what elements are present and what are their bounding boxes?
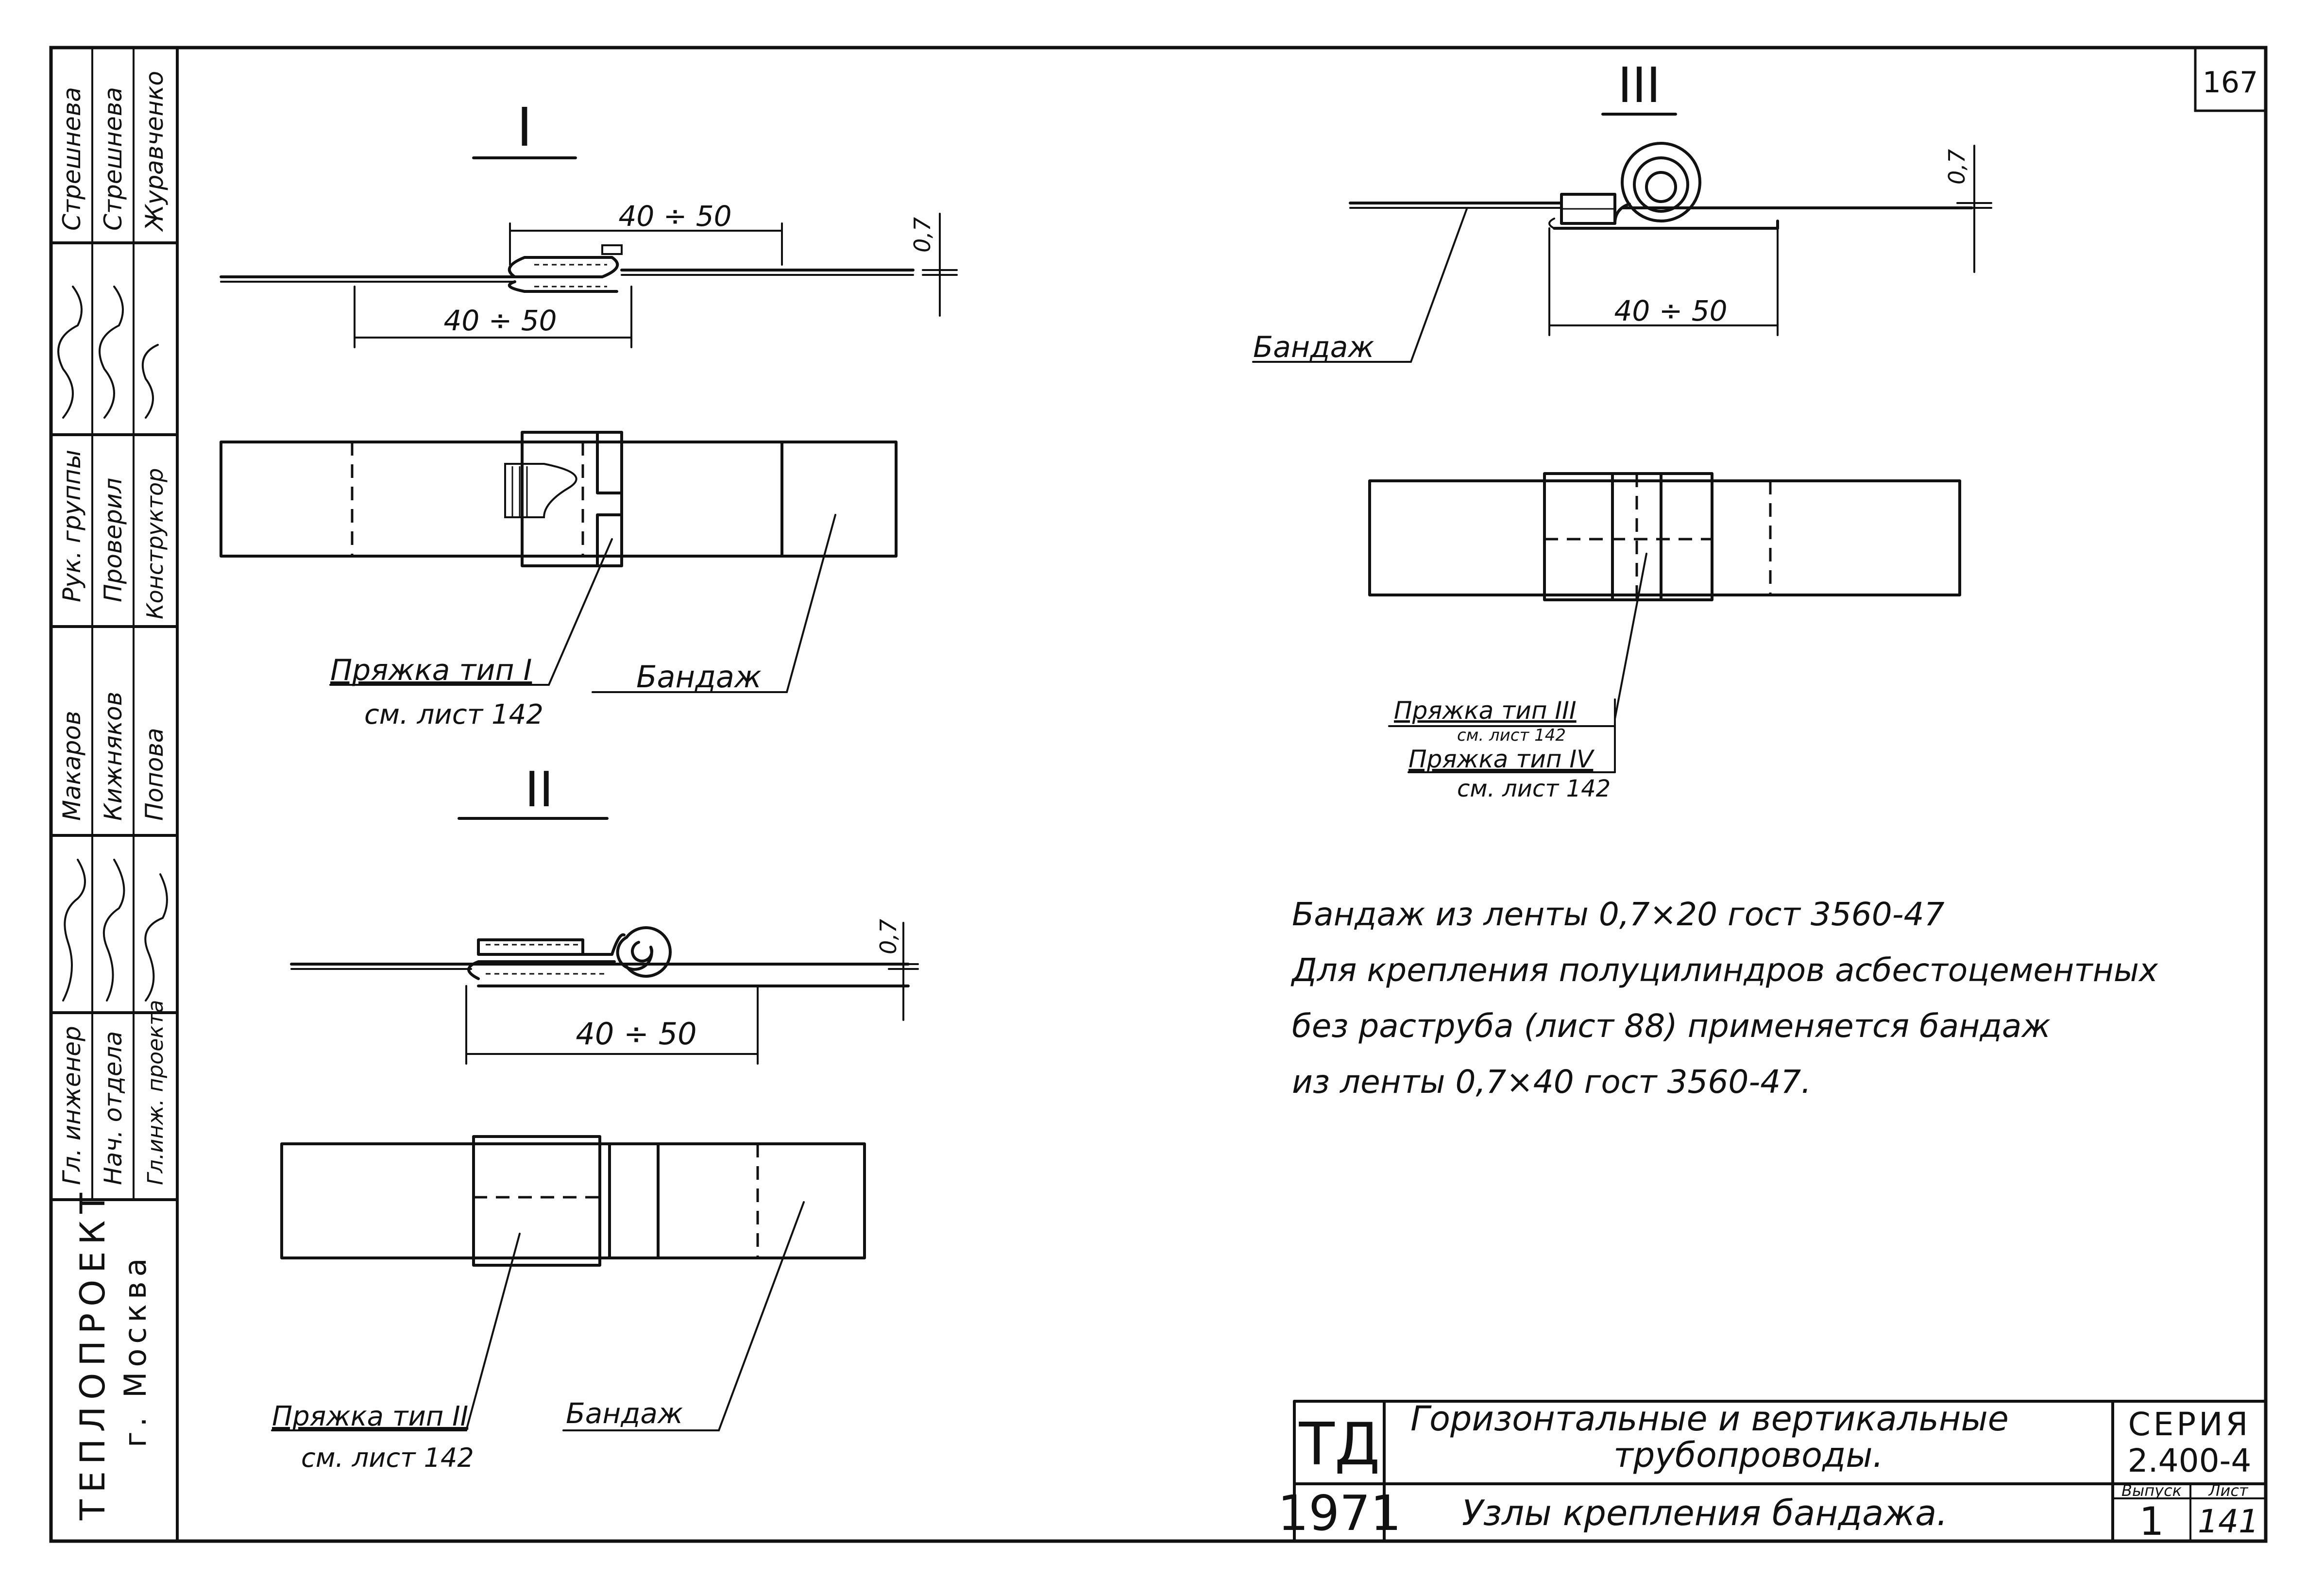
note-line: из ленты 0,7×40 гост 3560-47. [1292,1063,1811,1101]
view-I-dim-upper: 40 ÷ 50 [618,200,731,233]
view-II-thickness: 0,7 [875,919,901,954]
title-block: ТД 1971 Горизонтальные и вертикальные тр… [1278,1399,2267,1544]
page-number-box [2194,46,2267,112]
note-line: Бандаж из ленты 0,7×20 гост 3560-47 [1292,896,1945,933]
series-label: СЕРИЯ [2128,1406,2251,1443]
sheet-frame [49,46,2268,1543]
view-I-dim-lower: 40 ÷ 50 [443,304,557,337]
sheet-value: 141 [2198,1503,2259,1540]
stamp-role: Конструктор [142,468,168,619]
stamp-column: ТЕПЛОПРОЕКТ г. Москва Гл. инженер Нач. о… [50,46,179,1521]
issue-label: Выпуск [2121,1481,2182,1500]
stamp-org-line1: ТЕПЛОПРОЕКТ [73,1186,113,1521]
stamp-name: Стрешнева [58,87,86,231]
stamp-name: Журавченко [140,71,169,232]
view-III-label-buckle-b-ref: см. лист 142 [1457,775,1611,802]
title-line-2: трубопроводы. [1613,1435,1883,1475]
stamp-name: Стрешнева [99,87,127,231]
signature [99,286,124,419]
issue-value: 1 [2139,1499,2164,1544]
stamp-role: Рук. группы [58,450,86,602]
stamp-name: Кижняков [99,692,127,821]
signature [57,286,83,419]
series-value: 2.400-4 [2128,1442,2252,1479]
view-III-dim: 40 ÷ 50 [1614,294,1727,327]
stamp-name: Попова [140,728,169,821]
view-II-title: II [525,761,554,818]
view-I-label-band: Бандаж [636,659,762,695]
view-II: II 40 ÷ 50 0,7 Пряжка тип II см. л [271,761,919,1473]
title-block-code: ТД [1298,1411,1380,1478]
view-II-label-band: Бандаж [566,1397,683,1430]
view-II-dim: 40 ÷ 50 [576,1016,696,1052]
signature [144,873,168,1002]
stamp-org-line2: г. Москва [118,1254,153,1448]
view-III-title: III [1618,57,1661,114]
stamp-role: Нач. отдела [99,1031,127,1185]
view-III-thickness: 0,7 [1944,149,1970,185]
stamp-role: Гл.инж. проекта [143,1000,168,1185]
view-III-label-buckle-a-ref: см. лист 142 [1457,726,1566,745]
notes: Бандаж из ленты 0,7×20 гост 3560-47 Для … [1290,896,2158,1101]
signature [141,344,159,419]
page-number: 167 [2203,66,2258,100]
subtitle: Узлы крепления бандажа. [1462,1493,1948,1533]
stamp-role: Проверил [99,478,127,602]
view-I-thickness: 0,7 [909,217,935,253]
stamp-role: Гл. инженер [58,1026,86,1185]
title-block-year: 1971 [1278,1485,1402,1542]
view-III-label-buckle-a: Пряжка тип III [1394,696,1577,725]
view-III: III 40 ÷ 50 0,7 Бандаж [1252,57,1992,802]
note-line: без раструба (лист 88) применяется банда… [1292,1007,2051,1045]
view-I-title: I [517,96,532,158]
view-I-label-buckle: Пряжка тип I [330,653,532,687]
view-III-label-buckle-b: Пряжка тип IV [1408,745,1595,773]
sheet-label: Лист [2208,1481,2248,1500]
title-line-1: Горизонтальные и вертикальные [1410,1399,2009,1439]
signature [62,859,86,1002]
view-III-label-band: Бандаж [1253,330,1374,364]
signature [102,859,125,1002]
view-I-label-buckle-ref: см. лист 142 [364,699,543,730]
stamp-name: Макаров [58,711,86,821]
note-line: Для крепления полуцилиндров асбестоцемен… [1290,951,2158,989]
view-II-label-buckle: Пряжка тип II [272,1401,468,1432]
view-I: I 40 ÷ 50 40 ÷ 50 0,7 [220,96,958,730]
view-II-label-buckle-ref: см. лист 142 [301,1443,474,1473]
